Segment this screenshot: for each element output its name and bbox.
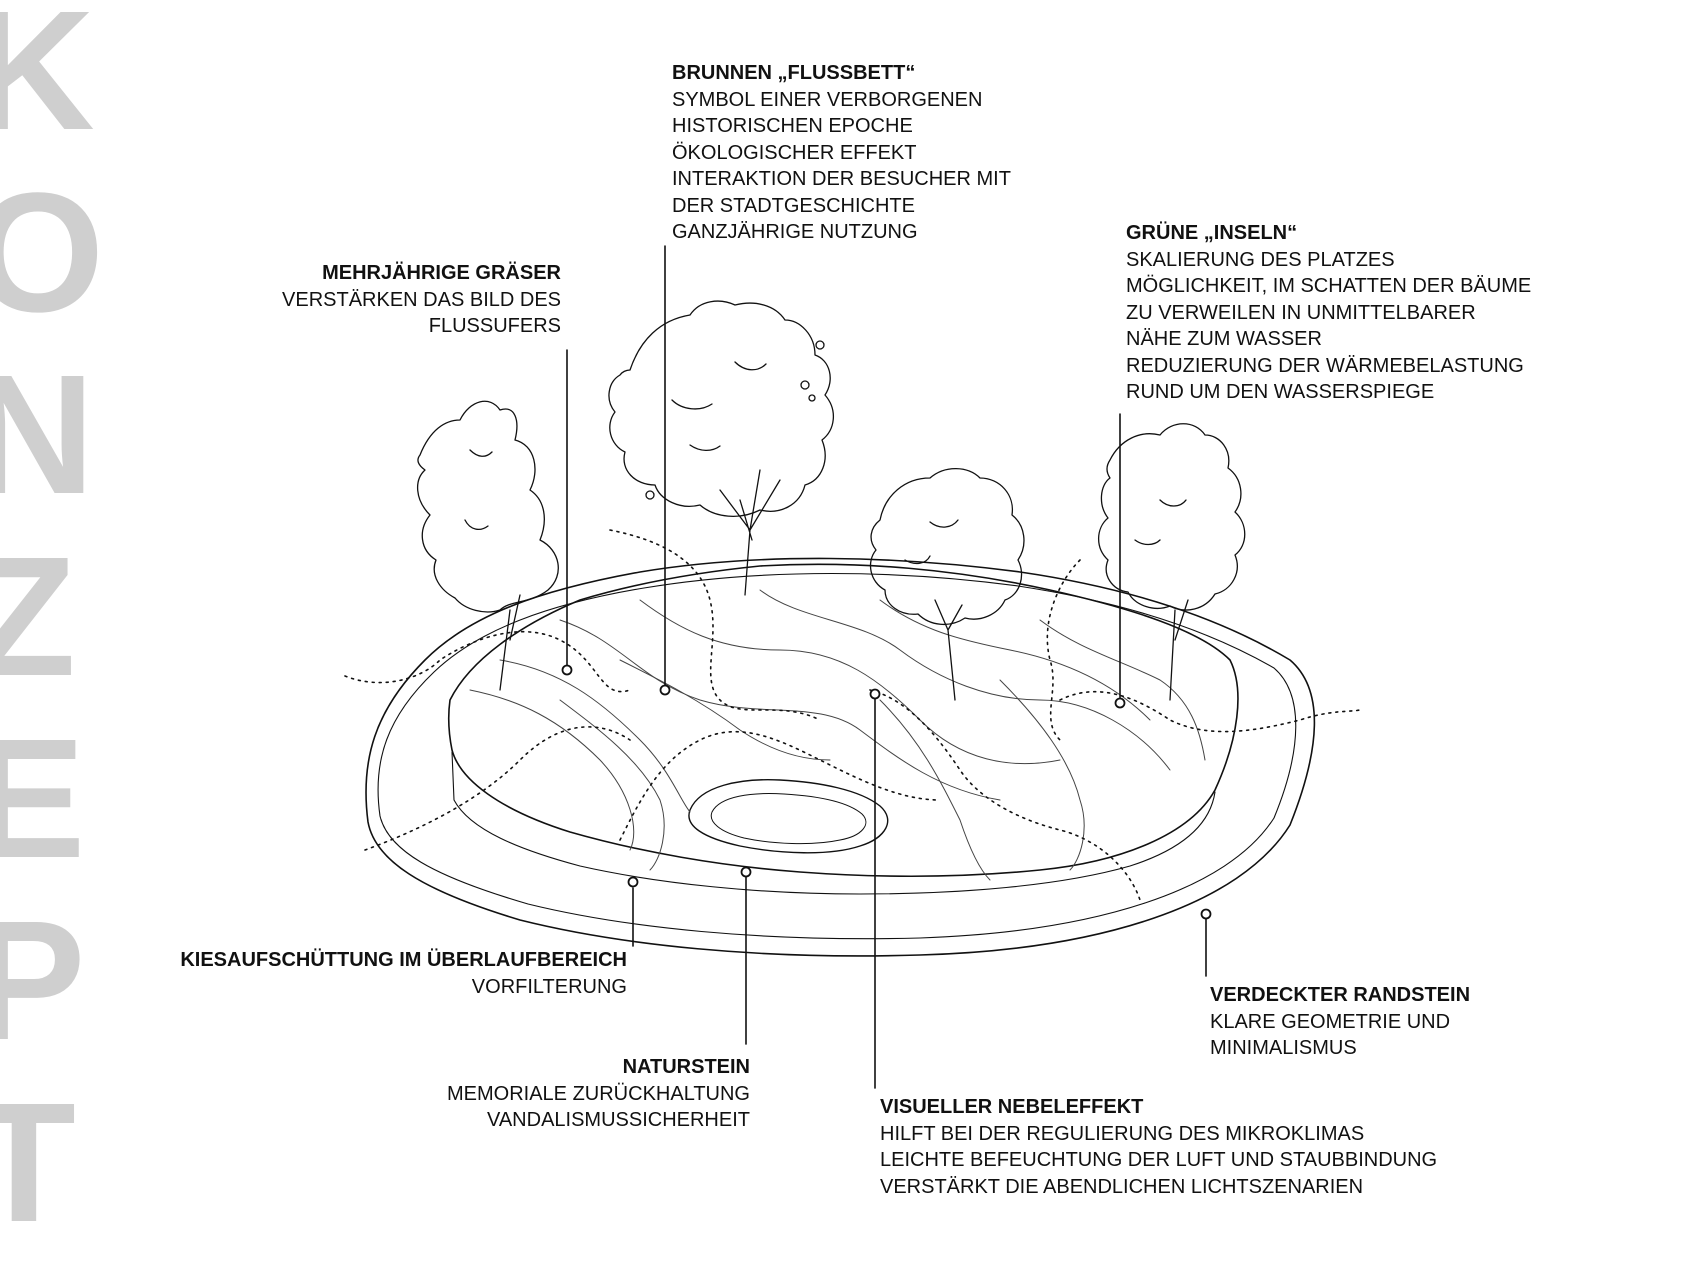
label-line: VERSTÄRKEN DAS BILD DES [282, 288, 561, 311]
label-line: MÖGLICHKEIT, IM SCHATTEN DER BÄUME [1126, 275, 1532, 297]
label-kies: KIESAUFSCHÜTTUNG IM ÜBERLAUFBEREICH VORF… [180, 947, 627, 1000]
label-line: KLARE GEOMETRIE UND [1210, 1010, 1451, 1033]
vertical-title: K O N Z E P T [0, 0, 132, 1268]
label-line: NÄHE ZUM WASSER [1126, 328, 1322, 350]
label-line: HILFT BEI DER REGULIERUNG DES MIKROKLIMA… [880, 1122, 1365, 1145]
label-title: VISUELLER NEBELEFFEKT [880, 1096, 1144, 1118]
tree-left [417, 400, 559, 691]
label-line: ÖKOLOGISCHER EFFEKT [672, 141, 917, 164]
label-line: RUND UM DEN WASSERSPIEGE [1126, 381, 1435, 403]
mist-lines [344, 529, 1361, 901]
water-pool [688, 779, 889, 854]
label-title: BRUNNEN „FLUSSBETT“ [672, 62, 916, 84]
label-title: KIESAUFSCHÜTTUNG IM ÜBERLAUFBEREICH [180, 949, 627, 971]
water-pool-inner [710, 793, 867, 845]
label-line: LEICHTE BEFEUCHTUNG DER LUFT UND STAUBBI… [880, 1149, 1438, 1171]
label-line: DER STADTGESCHICHTE [672, 194, 915, 217]
title-letter: T [0, 1068, 76, 1258]
label-line: MEMORIALE ZURÜCKHALTUNG [447, 1082, 750, 1105]
tree-center [608, 300, 834, 596]
leader-dots [561, 664, 1212, 920]
outer-paving-edge [365, 557, 1316, 957]
basin-wall [451, 751, 1216, 895]
label-brunnen: BRUNNEN „FLUSSBETT“ SYMBOL EINER VERBORG… [672, 60, 1011, 246]
title-letter: O [0, 158, 105, 348]
label-title: GRÜNE „INSELN“ [1126, 222, 1298, 244]
contour-lines [469, 589, 1206, 881]
label-line: GANZJÄHRIGE NUTZUNG [672, 221, 918, 243]
tree-right [1097, 423, 1246, 701]
label-title: NATURSTEIN [622, 1056, 750, 1078]
label-line: VORFILTERUNG [471, 975, 627, 998]
label-naturstein: NATURSTEIN MEMORIALE ZURÜCKHALTUNG VANDA… [447, 1054, 750, 1134]
label-line: VERSTÄRKT DIE ABENDLICHEN LICHTSZENARIEN [880, 1175, 1364, 1198]
title-letter: N [0, 340, 95, 530]
label-graeser: MEHRJÄHRIGE GRÄSER VERSTÄRKEN DAS BILD D… [282, 260, 561, 340]
label-line: REDUZIERUNG DER WÄRMEBELASTUNG [1126, 354, 1524, 377]
label-title: VERDECKTER RANDSTEIN [1210, 984, 1471, 1006]
label-line: SKALIERUNG DES PLATZES [1126, 248, 1395, 271]
label-line: VANDALISMUSSICHERHEIT [486, 1109, 750, 1131]
title-letter: K [0, 0, 95, 166]
tree-center-right [869, 467, 1025, 701]
label-line: MINIMALISMUS [1210, 1037, 1357, 1059]
outer-paving-inner-edge [377, 572, 1297, 940]
title-letter: E [0, 704, 86, 894]
label-nebel: VISUELLER NEBELEFFEKT HILFT BEI DER REGU… [880, 1094, 1437, 1200]
label-line: FLUSSUFERS [428, 315, 561, 337]
title-letter: Z [0, 522, 76, 712]
title-letter: P [0, 886, 86, 1076]
leader-lines [566, 245, 1207, 1089]
label-randstein: VERDECKTER RANDSTEIN KLARE GEOMETRIE UND… [1210, 982, 1470, 1062]
label-line: HISTORISCHEN EPOCHE [672, 115, 913, 137]
label-title: MEHRJÄHRIGE GRÄSER [322, 262, 561, 284]
label-line: INTERAKTION DER BESUCHER MIT [672, 168, 1011, 190]
label-inseln: GRÜNE „INSELN“ SKALIERUNG DES PLATZES MÖ… [1126, 220, 1531, 406]
basin-rim [447, 563, 1239, 878]
label-line: ZU VERWEILEN IN UNMITTELBARER [1126, 301, 1476, 324]
label-line: SYMBOL EINER VERBORGENEN [672, 88, 983, 111]
